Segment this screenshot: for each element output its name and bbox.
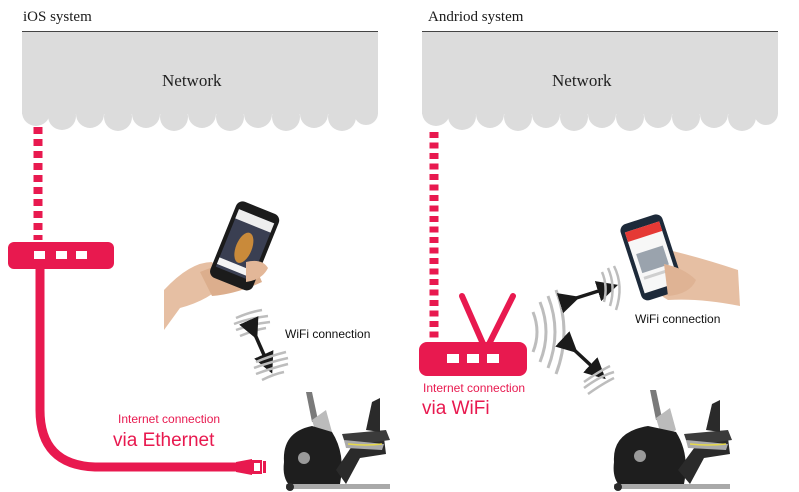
connection-caption-small-ios: Internet connection (118, 412, 221, 426)
wifi-signal-arcs-ios-lower (253, 350, 289, 382)
network-label-android: Network (552, 71, 612, 90)
bidirectional-arrow-android-bike (555, 331, 606, 380)
wifi-connection-label-android: WiFi connection (635, 312, 721, 326)
smartphone-in-hand-image-ios (164, 201, 280, 330)
wifi-signal-arcs-android-bike (583, 364, 615, 396)
panel-divider-ios (22, 31, 378, 32)
router-icon (8, 242, 114, 269)
network-label-ios: Network (162, 71, 222, 90)
ethernet-plug-icon (236, 459, 266, 475)
connection-caption-small-android: Internet connection (423, 381, 526, 395)
connection-caption-big-android: via WiFi (422, 398, 490, 419)
recumbent-bike-image-ios (283, 392, 390, 491)
panel-title-ios: iOS system (23, 9, 92, 25)
bidirectional-arrow-android-phone (556, 281, 619, 314)
ethernet-cable (35, 264, 245, 472)
wifi-router-icon (419, 293, 527, 376)
wifi-connection-label-ios: WiFi connection (285, 327, 371, 341)
smartphone-in-hand-image-android (620, 214, 740, 306)
wifi-signal-arcs-android-phone (600, 265, 621, 311)
connection-caption-big-ios: via Ethernet (113, 430, 215, 451)
network-cloud-android (422, 32, 778, 131)
recumbent-bike-image-android (613, 390, 732, 491)
panel-divider-android (422, 31, 778, 32)
panel-title-android: Andriod system (428, 9, 524, 25)
network-cloud-ios (22, 32, 378, 131)
wifi-signal-arcs-ios-upper (233, 308, 271, 338)
wifi-broadcast-arcs-router (531, 289, 566, 375)
